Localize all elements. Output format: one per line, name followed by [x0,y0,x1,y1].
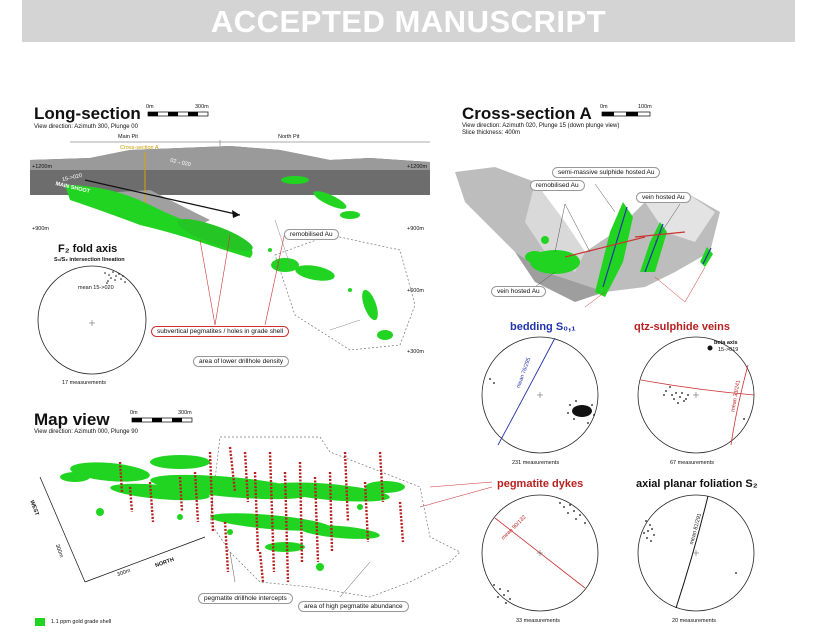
ls-scale-end: 300m [195,104,209,110]
map-high-abundance-label: area of high pegmatite abundance [298,601,409,612]
legend-green-swatch [35,618,45,626]
ls-lower-density-label: area of lower drillhole density [193,356,290,367]
long-section-3d-model [30,140,430,351]
qtz-beta-axis-label: beta axis [714,340,738,346]
cs-semi-massive-label: semi-massive sulphide hosted Au [552,167,661,178]
cs-vein-hosted-right-label: vein hosted Au [636,192,691,203]
north-pit-label: North Pit [278,134,300,140]
qtz-sulphide-stereonet [637,336,755,454]
bedding-title: bedding S₀,₁ [510,321,576,333]
qtz-beta-axis-value: 15->019 [718,347,739,353]
pegmatite-dykes-measurements: 33 measurements [516,618,561,624]
map-scale-start: 0m [130,410,138,416]
fold-axis-title: F₂ fold axis [58,243,118,255]
axial-planar-title: axial planar foliation S₂ [636,478,758,490]
axial-planar-measurements: 20 measurements [672,618,717,624]
axial-planar-stereonet [637,494,755,612]
cs-scale-start: 0m [600,104,608,110]
ls-elev-left-900: +900m [32,226,49,232]
bedding-measurements: 231 measurements [512,460,560,466]
cs-remobilised-label: remobilised Au [530,180,585,191]
ls-elev-left-1200: +1200m [32,164,53,170]
map-scale-end: 300m [178,410,192,416]
ls-elev-right-600: +600m [407,288,424,294]
ls-elev-right-900: +900m [407,226,424,232]
qtz-measurements: 67 measurements [670,460,715,466]
pegmatite-dykes-title: pegmatite dykes [497,478,584,490]
ls-remobilised-label: remobilised Au [284,229,339,240]
ls-scale-start: 0m [146,104,154,110]
map-scale-bar [131,417,193,423]
fold-axis-measurements: 17 measurements [62,380,107,386]
fold-axis-mean: mean 15->020 [78,285,114,291]
cs-vein-hosted-left-label: vein hosted Au [491,286,546,297]
accepted-manuscript-banner: ACCEPTED MANUSCRIPT [22,0,795,42]
ls-elev-right-1200: +1200m [407,164,428,170]
cs-scale-end: 100m [638,104,652,110]
legend-label: 1.1 ppm gold grade shell [51,619,112,625]
map-view-direction: View direction: Azimuth 000, Plunge 90 [34,429,138,435]
main-pit-label: Main Pit [118,134,138,140]
cross-section-a-marker-label: Cross-section A [120,145,159,151]
long-section-view: View direction: Azimuth 300, Plunge 00 [34,124,138,130]
map-pegmatite-intercepts-label: pegmatite drillhole intercepts [198,593,293,604]
map-view-title: Map view [34,410,110,429]
long-section-title: Long-section [34,104,141,123]
qtz-sulphide-title: qtz-sulphide veins [634,321,730,333]
cross-section-view: View direction: Azimuth 020, Plunge 15 (… [462,123,620,129]
cross-section-title: Cross-section A [462,104,592,123]
cross-section-scale-bar [601,111,651,117]
cross-section-slice: Slice thickness: 400m [462,130,521,136]
pegmatite-dykes-stereonet [481,494,599,612]
ls-subvertical-pegmatites-label: subvertical pegmatites / holes in grade … [151,326,290,337]
cross-section-3d-model [455,167,720,308]
fold-axis-subtitle: S₀/S₂ intersection lineation [54,257,125,263]
map-view-plan [39,436,493,598]
bedding-stereonet [481,336,599,454]
ls-elev-right-300: +300m [407,349,424,355]
fold-axis-stereonet [37,265,147,375]
long-section-scale-bar [147,111,209,117]
